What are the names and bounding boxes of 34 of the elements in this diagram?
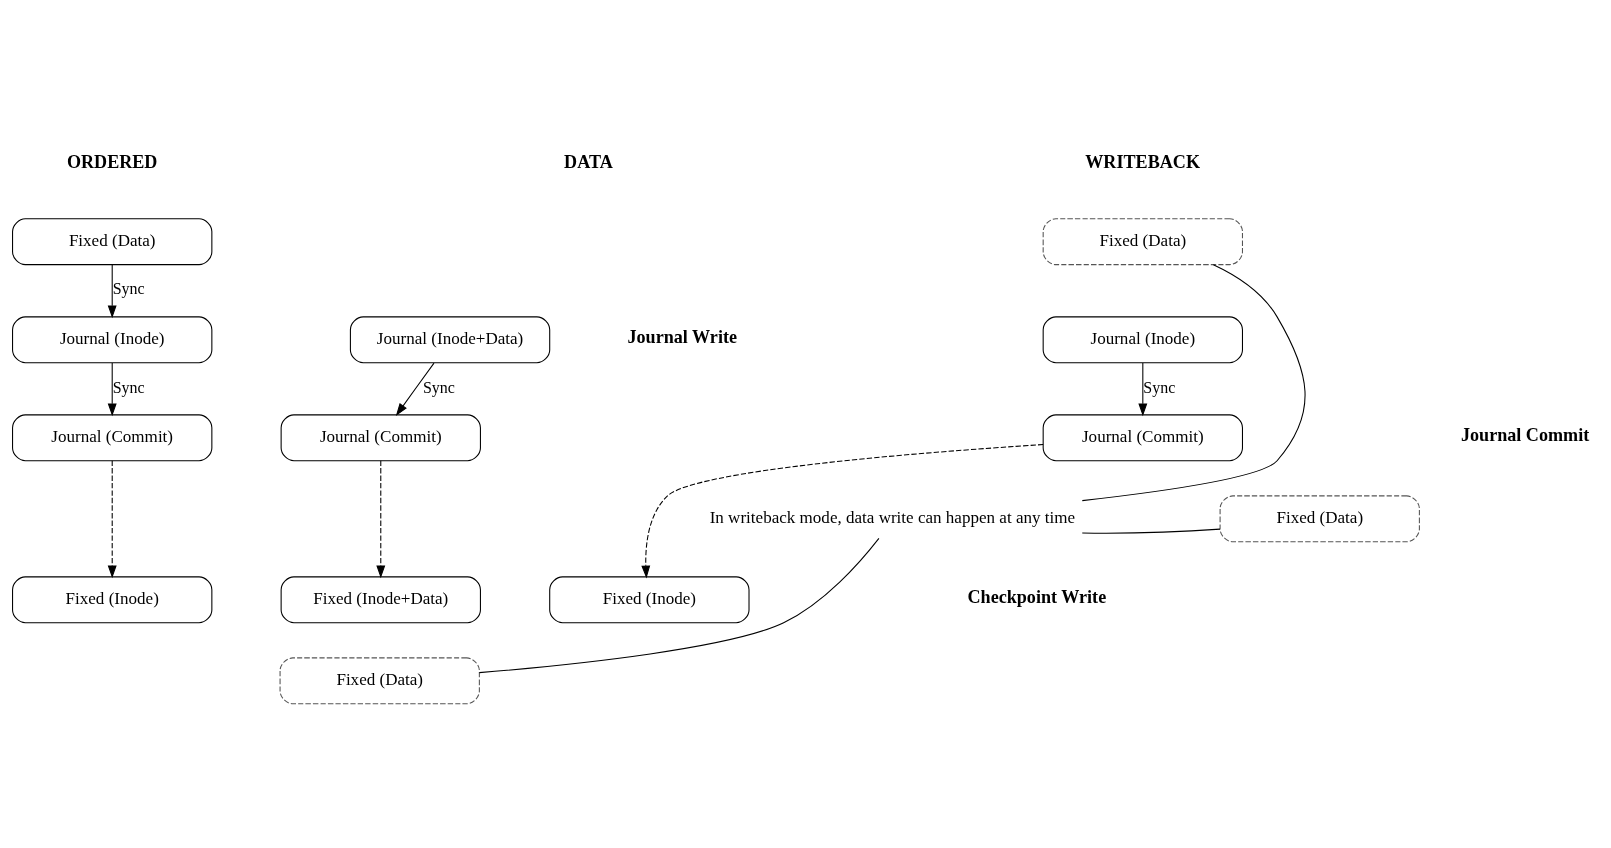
- node-box: Fixed (Data): [1219, 494, 1420, 542]
- arrow: [641, 443, 1044, 578]
- connector: [478, 537, 880, 673]
- arrow: [107, 459, 117, 578]
- node-box: Journal (Commit): [1042, 413, 1243, 461]
- node-box: Journal (Inode+Data): [349, 315, 551, 363]
- node-box: Journal (Commit): [12, 413, 213, 461]
- label: ORDERED: [66, 151, 158, 172]
- arrow: [107, 362, 117, 416]
- label: WRITEBACK: [1085, 151, 1200, 172]
- arrow: [395, 362, 435, 416]
- edge-label: Sync: [1143, 378, 1176, 396]
- label: DATA: [564, 151, 613, 172]
- node-box: Fixed (Data): [1042, 217, 1243, 265]
- node-box: Journal (Inode): [1042, 315, 1243, 363]
- node-box: Fixed (Inode): [549, 575, 750, 623]
- edge-label: Sync: [112, 279, 145, 297]
- node-box: Fixed (Data): [279, 656, 480, 704]
- node-box: Fixed (Data): [12, 217, 213, 265]
- node-text: In writeback mode, data write can happen at any time: [709, 507, 1076, 527]
- edge-label: Sync: [422, 378, 455, 396]
- node-box: Fixed (Inode): [12, 575, 213, 623]
- edge-label: Sync: [112, 378, 145, 396]
- arrow: [1138, 362, 1148, 416]
- label: Checkpoint Write: [967, 586, 1107, 607]
- node-box: Fixed (Inode+Data): [280, 575, 481, 623]
- connector: [1081, 263, 1306, 501]
- connector: [1081, 528, 1221, 534]
- label: Journal Write: [627, 326, 738, 347]
- arrow: [376, 459, 386, 578]
- arrow: [107, 264, 117, 318]
- label: Journal Commit: [1460, 424, 1590, 445]
- node-box: Journal (Commit): [280, 413, 481, 461]
- node-box: Journal (Inode): [12, 315, 213, 363]
